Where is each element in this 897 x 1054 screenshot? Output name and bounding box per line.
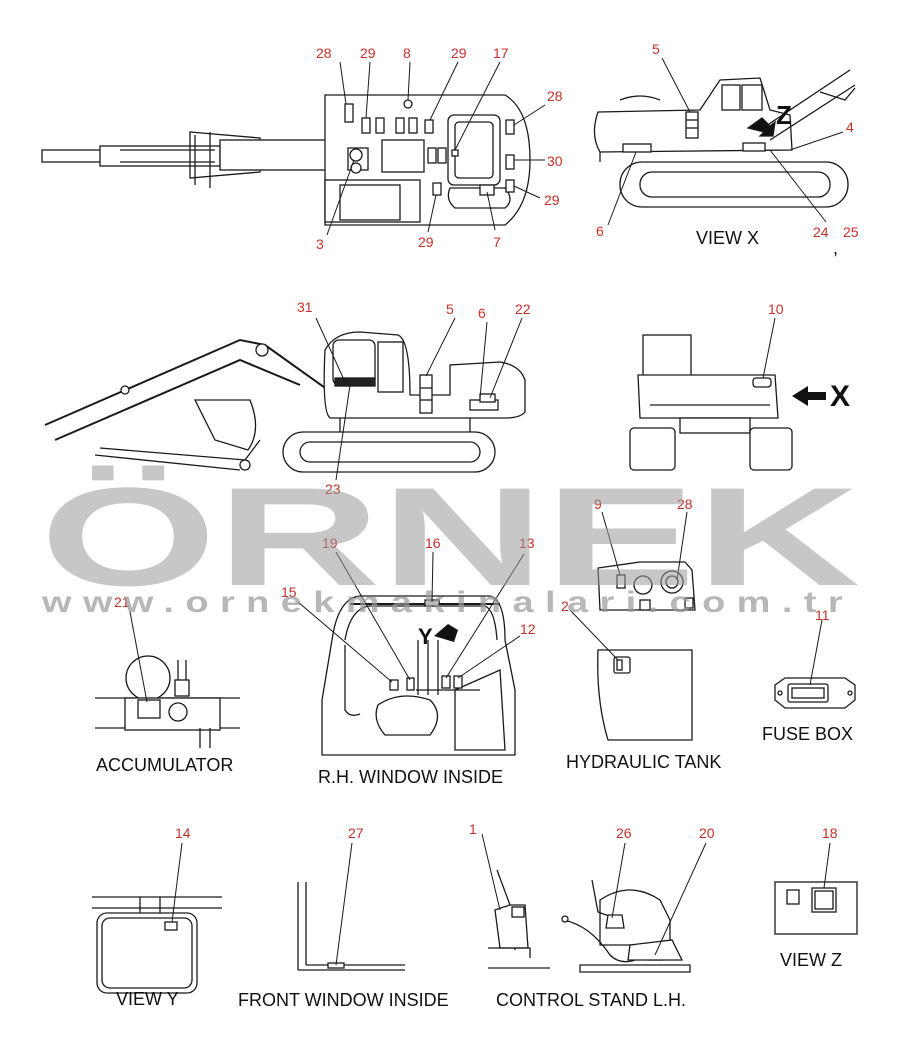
- callout: 29: [544, 192, 560, 208]
- view-caption: ACCUMULATOR: [96, 755, 233, 775]
- callout: 4: [846, 119, 854, 135]
- callout: 28: [547, 88, 563, 104]
- callout: 9: [594, 496, 602, 512]
- callout: 23: [325, 481, 341, 497]
- view-x-arrow-letter: X: [830, 380, 850, 413]
- callout: 16: [425, 535, 441, 551]
- callout: 5: [446, 301, 454, 317]
- callout: 28: [316, 45, 332, 61]
- view-caption: FRONT WINDOW INSIDE: [238, 990, 449, 1010]
- hydraulic-tank-view: 2 HYDRAULIC TANK: [561, 598, 721, 772]
- callout: 14: [175, 825, 191, 841]
- watermark-brand: ÖRNEK: [40, 458, 860, 615]
- callout: 19: [322, 535, 338, 551]
- view-caption: CONTROL STAND L.H.: [496, 990, 686, 1010]
- callout: 11: [815, 607, 830, 623]
- rear-view: 10 X: [629, 301, 850, 471]
- control-stand-lh-view: 1 26 20 CONTROL STAND L.H.: [469, 821, 715, 1010]
- callout: 18: [822, 825, 838, 841]
- callout: 29: [451, 45, 467, 61]
- callout: 3: [316, 236, 324, 252]
- watermark: ÖRNEK www.ornekmakinalari.com.tr: [40, 458, 860, 619]
- view-caption: VIEW Z: [780, 950, 842, 970]
- callout: 12: [520, 621, 536, 637]
- callout: 10: [768, 301, 784, 317]
- callout: 13: [519, 535, 535, 551]
- comma: ,: [833, 238, 838, 258]
- side-view: 31 5 6 22 23: [44, 299, 531, 497]
- fuse-box-view: 11 FUSE BOX: [762, 607, 856, 744]
- top-view: 28 29 8 29 17 28 30 29 7 29 3: [41, 45, 563, 252]
- callout: 8: [403, 45, 411, 61]
- watermark-url: www.ornekmakinalari.com.tr: [41, 586, 854, 619]
- front-window-inside-view: 27 FRONT WINDOW INSIDE: [238, 825, 449, 1010]
- callout: 15: [281, 584, 297, 600]
- view-caption: HYDRAULIC TANK: [566, 752, 721, 772]
- rh-window-inside-view: Y 19 16 13 15 12 R.H. WINDOW INSIDE: [281, 535, 536, 787]
- view-caption: VIEW Y: [116, 989, 179, 1009]
- callout: 28: [677, 496, 693, 512]
- callout: 26: [616, 825, 632, 841]
- callout: 21: [114, 594, 130, 610]
- view-caption: VIEW X: [696, 228, 759, 248]
- view-y-arrow-letter: Y: [418, 624, 433, 649]
- callout: 27: [348, 825, 364, 841]
- view-caption: FUSE BOX: [762, 724, 853, 744]
- callout: 2: [561, 598, 569, 614]
- callout: 31: [297, 299, 313, 315]
- callout: 6: [478, 305, 486, 321]
- view-z: 18 VIEW Z: [774, 825, 858, 970]
- callout: 29: [360, 45, 376, 61]
- view-z-arrow-letter: Z: [776, 100, 792, 130]
- callout: 22: [515, 301, 531, 317]
- accumulator-view: 21 ACCUMULATOR: [95, 594, 240, 775]
- callout: 29: [418, 234, 434, 250]
- callout: 6: [596, 223, 604, 239]
- view-caption: R.H. WINDOW INSIDE: [318, 767, 503, 787]
- callout: 1: [469, 821, 477, 837]
- callout: 25: [843, 224, 859, 240]
- callout: 5: [652, 41, 660, 57]
- callout: 24: [813, 224, 829, 240]
- callout: 30: [547, 153, 563, 169]
- callout: 17: [493, 45, 509, 61]
- callout: 7: [493, 234, 501, 250]
- engine-view: 9 28: [594, 496, 696, 611]
- view-y: 14 VIEW Y: [92, 825, 222, 1009]
- callout: 20: [699, 825, 715, 841]
- view-x: Z 5 4 6 24 25 VIEW X ,: [593, 41, 859, 258]
